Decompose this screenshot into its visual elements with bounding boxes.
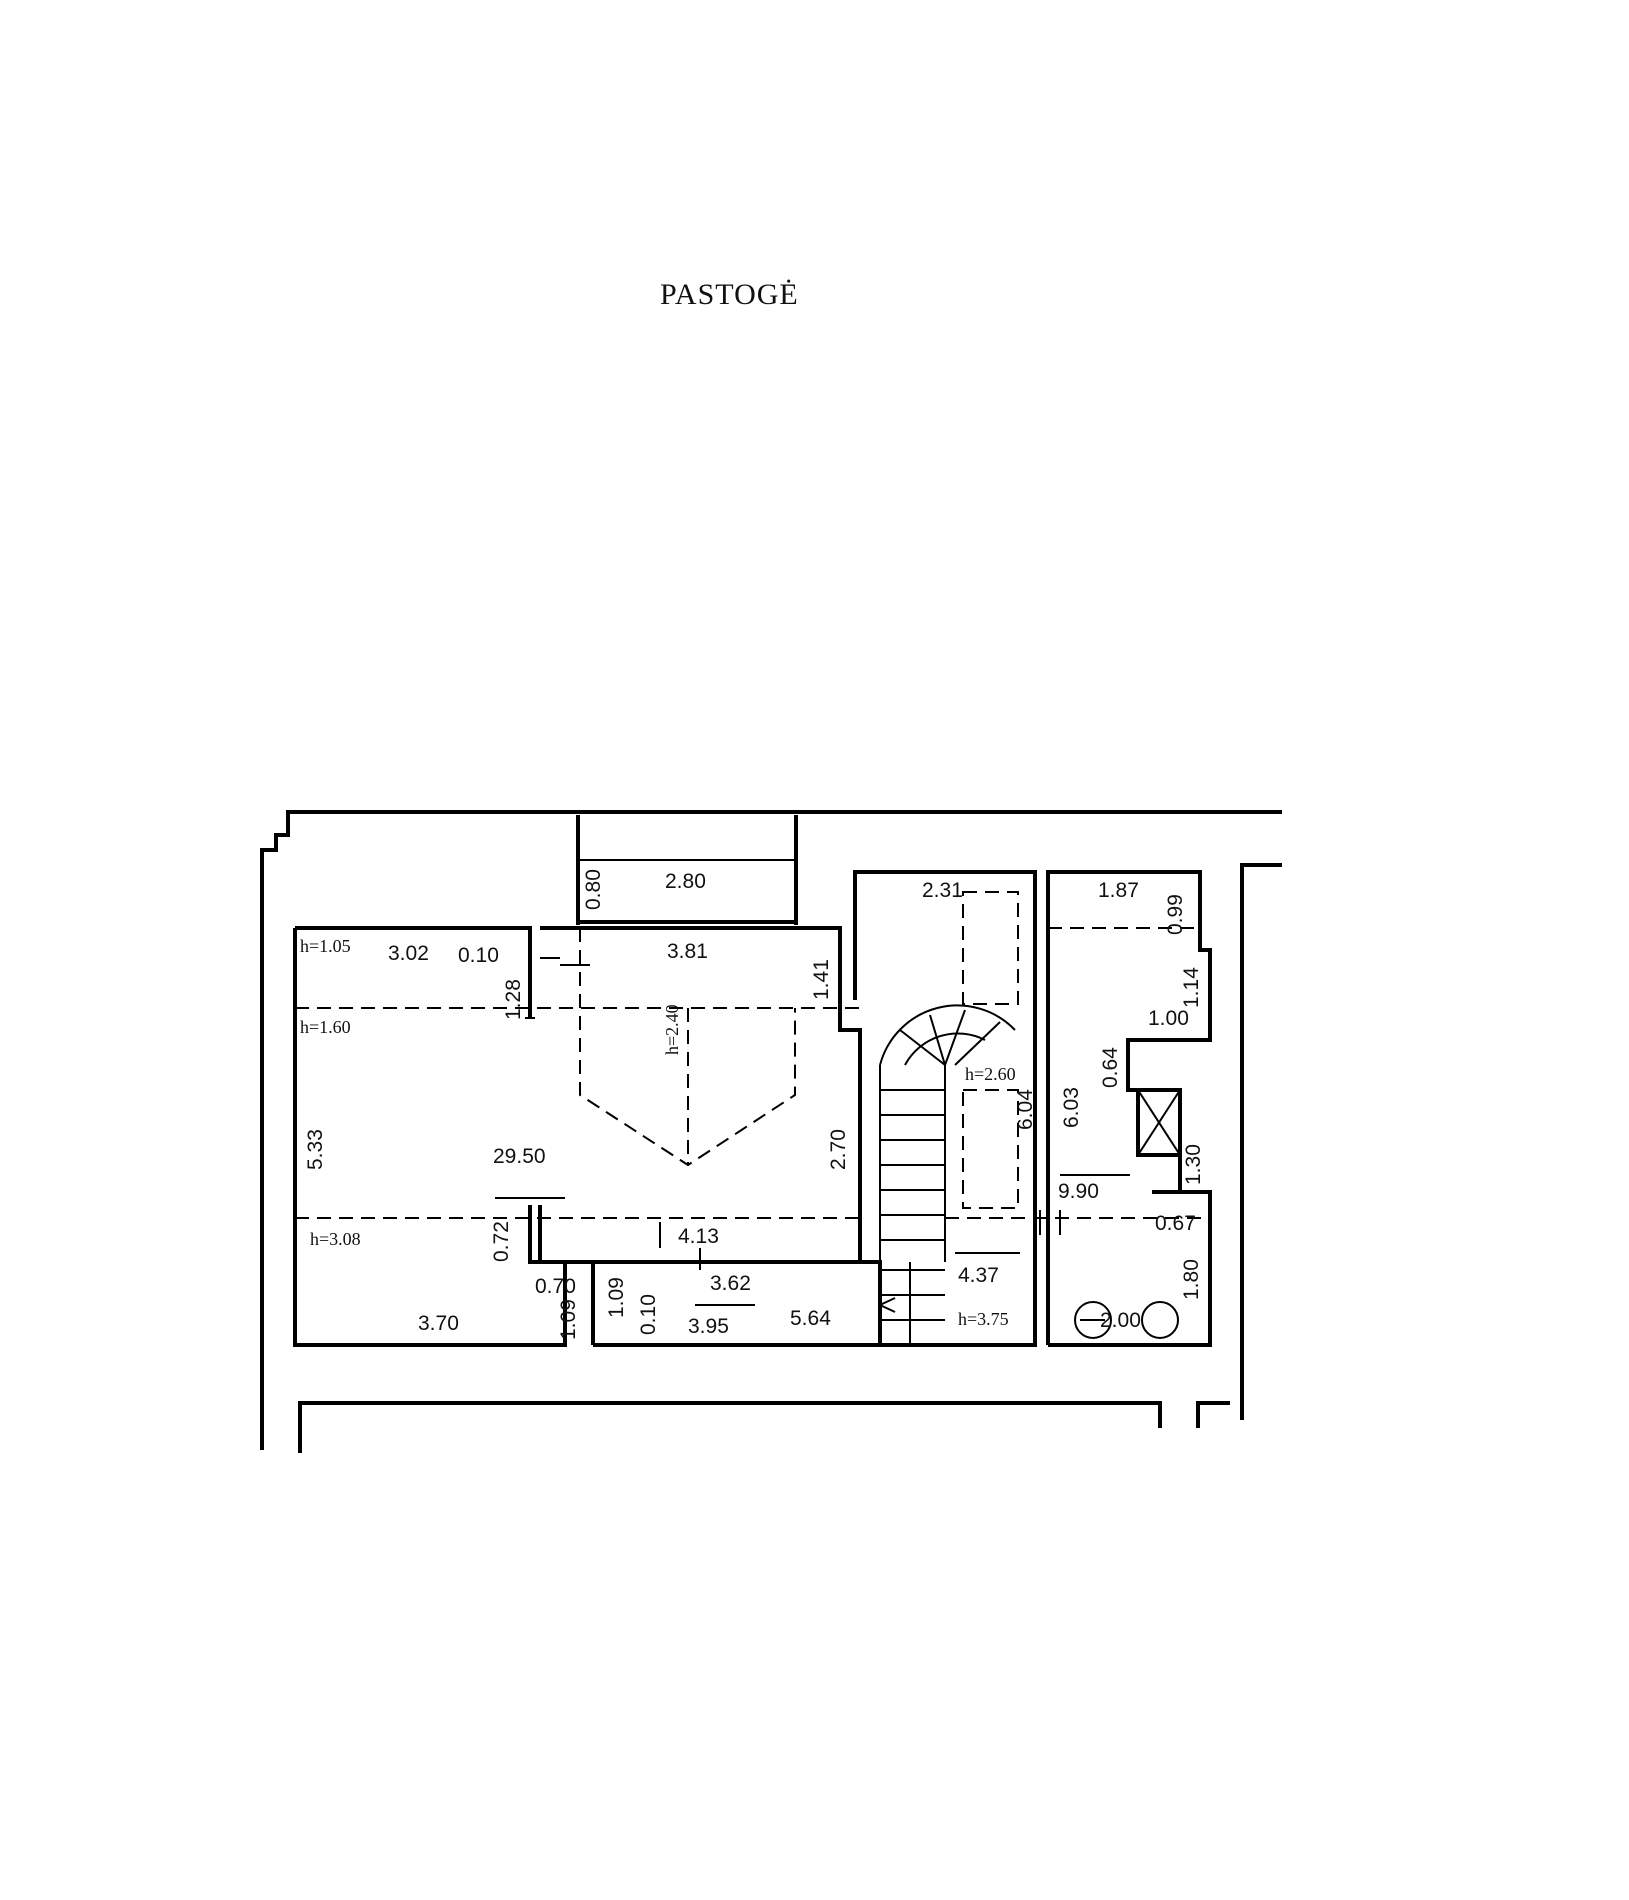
- label-a437: 4.37: [958, 1264, 999, 1287]
- label-a990: 9.90: [1058, 1180, 1099, 1203]
- shaft: [1136, 1088, 1182, 1157]
- label-d128: 1.28: [502, 979, 525, 1020]
- label-d072: 0.72: [490, 1221, 513, 1262]
- label-d130: 1.30: [1182, 1144, 1205, 1185]
- label-d603: 6.03: [1060, 1087, 1083, 1128]
- marks: [495, 957, 1130, 1306]
- bath-fixtures: [1074, 1301, 1179, 1339]
- room-main: [293, 926, 862, 1347]
- label-d381: 3.81: [667, 940, 708, 963]
- plan-title: PASTOGĖ: [660, 278, 799, 311]
- label-d109a: 1.09: [557, 1299, 580, 1340]
- label-a200: 2.00: [1100, 1309, 1141, 1332]
- label-d413: 4.13: [678, 1225, 719, 1248]
- label-d180: 1.80: [1180, 1259, 1203, 1300]
- label-d010a: 0.10: [458, 944, 499, 967]
- label-d141: 1.41: [810, 959, 833, 1000]
- label-d395: 3.95: [688, 1315, 729, 1338]
- room-right: [1046, 870, 1212, 1347]
- label-d370: 3.70: [418, 1312, 459, 1335]
- dimension-labels: h=1.05 3.02 0.10 1.28 h=1.60 5.33 29.50 …: [300, 869, 1205, 1340]
- label-h160: h=1.60: [300, 1017, 351, 1037]
- label-d064: 0.64: [1099, 1047, 1122, 1088]
- spiral-stair: [877, 1004, 1016, 1345]
- label-h260: h=2.60: [965, 1064, 1016, 1084]
- label-d109b: 1.09: [605, 1277, 628, 1318]
- label-d067: 0.67: [1155, 1212, 1196, 1235]
- label-d362: 3.62: [710, 1272, 751, 1295]
- outer-walls: [260, 810, 1282, 1453]
- label-a564: 5.64: [790, 1307, 831, 1330]
- height-lines: [295, 891, 1210, 1219]
- label-d604: 6.04: [1014, 1089, 1037, 1130]
- label-d270: 2.70: [827, 1129, 850, 1170]
- label-d302: 3.02: [388, 942, 429, 965]
- label-d010b: 0.10: [637, 1294, 660, 1335]
- label-h105: h=1.05: [300, 936, 351, 956]
- label-d099: 0.99: [1164, 894, 1187, 935]
- label-a2950: 29.50: [493, 1145, 546, 1168]
- label-d187: 1.87: [1098, 879, 1139, 902]
- top-bay: [576, 815, 798, 925]
- label-h375: h=3.75: [958, 1309, 1009, 1329]
- label-d070: 0.70: [535, 1275, 576, 1298]
- label-d231: 2.31: [922, 879, 963, 902]
- label-h308: h=3.08: [310, 1229, 361, 1249]
- label-d080: 0.80: [582, 869, 605, 910]
- label-h240: h=2.40: [662, 1004, 682, 1055]
- label-d114: 1.14: [1180, 967, 1203, 1008]
- label-d100: 1.00: [1148, 1007, 1189, 1030]
- label-d533: 5.33: [304, 1129, 327, 1170]
- room-stairs: [853, 870, 1037, 1347]
- label-d280: 2.80: [665, 870, 706, 893]
